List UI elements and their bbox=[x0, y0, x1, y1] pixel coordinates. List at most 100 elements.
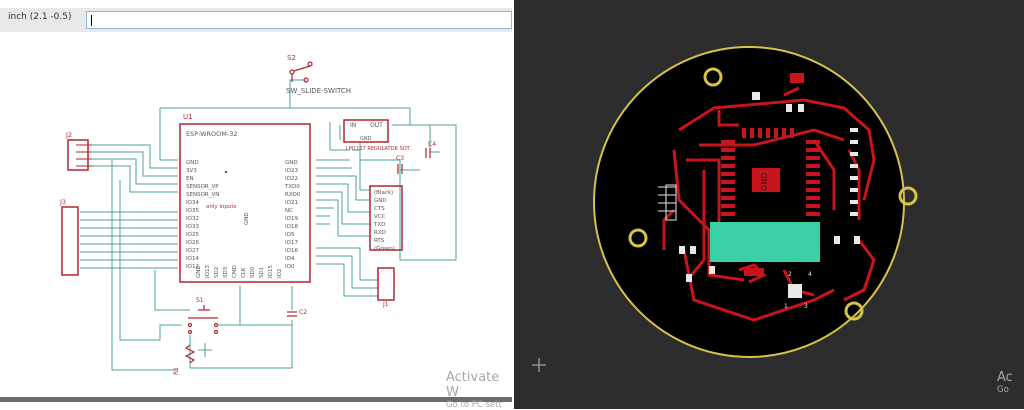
crosshair-cursor-icon bbox=[532, 358, 546, 372]
module-left-pin-label: IO34 bbox=[186, 200, 199, 206]
module-dot bbox=[224, 170, 228, 174]
command-toolbar: inch (2.1 -0.5) bbox=[0, 8, 512, 32]
schematic-editor[interactable]: inch (2.1 -0.5) bbox=[0, 0, 512, 410]
module-right-pin-label: IO23 bbox=[285, 168, 298, 174]
silk-number-labels: 1 2 3 4 bbox=[784, 271, 812, 310]
regulator-in: IN bbox=[350, 122, 356, 129]
header-j2-ref: J2 bbox=[65, 131, 72, 139]
module-right-pin-label: IO19 bbox=[285, 216, 298, 222]
ftdi-pin-label: RXD bbox=[374, 230, 386, 236]
regulator-out: OUT bbox=[370, 122, 383, 129]
command-input[interactable] bbox=[86, 11, 512, 29]
ftdi-pin-label: (Green) bbox=[374, 246, 395, 252]
module-bottom-pin-label: SD3 bbox=[223, 266, 229, 278]
switch-label: SW_SLIDE-SWITCH bbox=[286, 87, 351, 95]
schematic-wires bbox=[80, 79, 457, 371]
module-left-pin-label: IO32 bbox=[186, 216, 199, 222]
edge-connector bbox=[658, 184, 677, 221]
button-ref: S1 bbox=[196, 297, 204, 304]
module-bottom-pin-label: SD0 bbox=[250, 266, 256, 278]
svg-text:1: 1 bbox=[784, 303, 788, 310]
header-j1-body bbox=[377, 267, 395, 301]
module-bottom-pin-label: IO13 bbox=[205, 265, 211, 278]
ftdi-header-body bbox=[369, 185, 403, 251]
module-left-pin-label: SENSOR_VP bbox=[186, 184, 219, 190]
cap-c2: C2 bbox=[299, 309, 307, 316]
horizontal-scrollbar[interactable] bbox=[0, 397, 512, 402]
module-left-pin-label: IO27 bbox=[186, 248, 199, 254]
resistor-symbol bbox=[184, 344, 196, 364]
ftdi-pin-label: GND bbox=[374, 198, 387, 204]
module-left-pin-label: IO12 bbox=[186, 264, 199, 270]
module-right-pin-label: TXD0 bbox=[284, 184, 300, 190]
coordinate-readout: inch (2.1 -0.5) bbox=[8, 12, 72, 22]
module-right-pin-label: RXD0 bbox=[285, 192, 301, 198]
module-right-pin-label: GND bbox=[285, 160, 298, 166]
cap-c3: C3 bbox=[396, 155, 404, 162]
header-j2-pins bbox=[76, 144, 92, 167]
white-pads bbox=[679, 92, 860, 298]
module-left-pin-label: IO25 bbox=[186, 232, 199, 238]
ftdi-pin-label: RTS bbox=[374, 238, 385, 244]
module-right-pin-label: NC bbox=[285, 208, 293, 214]
push-button-symbol bbox=[187, 305, 219, 335]
module-left-pins: GND3V3ENSENSOR_VPSENSOR_VNIO34IO35IO32IO… bbox=[186, 160, 219, 270]
module-bottom-pin-label: IO2 bbox=[277, 269, 283, 278]
module-left-pin-label: IO26 bbox=[186, 240, 199, 246]
module-bottom-pin-label: SD2 bbox=[214, 267, 220, 278]
text-caret bbox=[91, 15, 92, 26]
module-right-pin-label: IO4 bbox=[285, 256, 295, 262]
activation-watermark-left: Activate W Go to PC sett bbox=[446, 370, 502, 410]
center-gnd-label: GND bbox=[244, 212, 250, 225]
resistor-ref: R1 bbox=[173, 367, 180, 375]
module-ref: U1 bbox=[183, 113, 193, 121]
module-left-pin-label: EN bbox=[186, 176, 194, 182]
mounting-holes bbox=[628, 67, 918, 321]
module-right-pin-label: IO18 bbox=[285, 224, 298, 230]
regulator-body bbox=[343, 119, 389, 143]
module-left-pin-label: SENSOR_VN bbox=[186, 192, 219, 198]
regulator-gnd: GND bbox=[360, 136, 372, 142]
module-name: ESP-WROOM-32 bbox=[186, 130, 238, 138]
esp-module-body bbox=[179, 123, 311, 283]
module-right-pin-label: IO21 bbox=[285, 200, 298, 206]
board-label-area bbox=[710, 222, 820, 262]
module-bottom-pin-label: IO15 bbox=[268, 265, 274, 278]
module-right-pin-label: IO5 bbox=[285, 232, 295, 238]
module-bottom-pin-label: CMD bbox=[232, 265, 238, 278]
regulator-label: LM1117 REGULATOR SOT bbox=[346, 146, 411, 152]
activation-watermark-right: Ac Go bbox=[997, 370, 1013, 395]
module-left-pin-label: IO14 bbox=[186, 256, 199, 262]
schematic-canvas[interactable]: S2 SW_SLIDE-SWITCH U1 ESP-WROOM-32 GND 3V… bbox=[0, 0, 512, 409]
module-bottom-pin-label: SD1 bbox=[259, 267, 265, 278]
module-bottom-pin-label: CLK bbox=[241, 267, 247, 278]
cap-c4: C4 bbox=[428, 141, 436, 148]
module-right-pin-label: IO0 bbox=[285, 264, 295, 270]
ftdi-pin-labels: (Black) GND CTS VCC TXD RXD RTS (Green) bbox=[373, 190, 395, 252]
switch-ref: S2 bbox=[287, 54, 296, 62]
svg-text:4: 4 bbox=[808, 271, 812, 278]
ftdi-pin-label: (Black) bbox=[374, 190, 393, 196]
module-left-pin-label: IO33 bbox=[186, 224, 199, 230]
ftdi-pin-label: VCC bbox=[374, 214, 386, 220]
board-gnd-label: GND bbox=[760, 173, 769, 191]
board-editor[interactable]: GND 1 2 3 4 bbox=[514, 0, 1024, 409]
header-j3-body bbox=[61, 206, 79, 276]
header-j2-body bbox=[67, 139, 89, 171]
module-left-pin-label: 3V3 bbox=[186, 168, 197, 174]
module-left-pin-label: IO35 bbox=[186, 208, 199, 214]
module-bottom-pin-label: GND bbox=[196, 265, 202, 278]
board-canvas[interactable]: GND 1 2 3 4 bbox=[514, 0, 1024, 409]
module-right-pin-label: IO16 bbox=[285, 248, 298, 254]
ftdi-pin-label: CTS bbox=[374, 206, 385, 212]
module-right-pin-label: IO22 bbox=[285, 176, 298, 182]
capacitor-symbols bbox=[287, 148, 431, 317]
header-j1-ref: J1 bbox=[382, 301, 389, 308]
module-right-pin-label: IO17 bbox=[285, 240, 298, 246]
svg-text:2: 2 bbox=[788, 271, 792, 278]
ftdi-pin-label: TXD bbox=[373, 222, 385, 228]
slide-switch-symbol bbox=[289, 61, 313, 83]
svg-text:3: 3 bbox=[804, 303, 808, 310]
